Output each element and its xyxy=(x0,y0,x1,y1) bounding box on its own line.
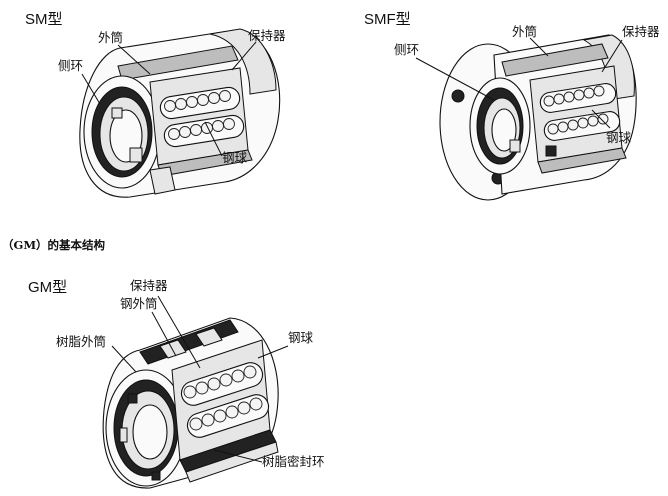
sm-label-outer: 外筒 xyxy=(98,30,124,45)
sm-drawing xyxy=(79,28,281,198)
gm-title: GM型 xyxy=(28,279,68,296)
smf-drawing xyxy=(415,34,637,201)
sm-label-retainer: 保持器 xyxy=(248,28,286,43)
gm-label-retainer: 保持器 xyxy=(130,278,168,293)
sm-label-ball: 钢球 xyxy=(222,150,248,165)
gm-drawing xyxy=(102,295,289,489)
smf-title: SMF型 xyxy=(364,11,411,28)
sm-label-side-ring: 侧环 xyxy=(58,58,84,73)
gm-label-resin-seal: 树脂密封环 xyxy=(262,454,325,469)
smf-diagram: SMF型 外筒 保持器 侧环 钢球 xyxy=(334,0,668,230)
smf-label-side-ring: 侧环 xyxy=(394,42,420,57)
sm-title: SM型 xyxy=(25,11,63,28)
sm-diagram: SM型 外筒 保持器 侧环 钢球 xyxy=(0,0,334,230)
smf-label-ball: 钢球 xyxy=(606,130,632,145)
section-caption: （GM）的基本结构 xyxy=(2,238,106,252)
gm-label-ball: 钢球 xyxy=(288,330,314,345)
smf-label-retainer: 保持器 xyxy=(622,24,660,39)
gm-label-steel-outer: 钢外筒 xyxy=(120,296,158,311)
smf-label-outer: 外筒 xyxy=(512,24,538,39)
gm-label-resin-outer: 树脂外筒 xyxy=(56,334,107,349)
gm-diagram: GM型 保持器 钢外筒 树脂外筒 钢球 树脂密封环 xyxy=(0,260,360,496)
